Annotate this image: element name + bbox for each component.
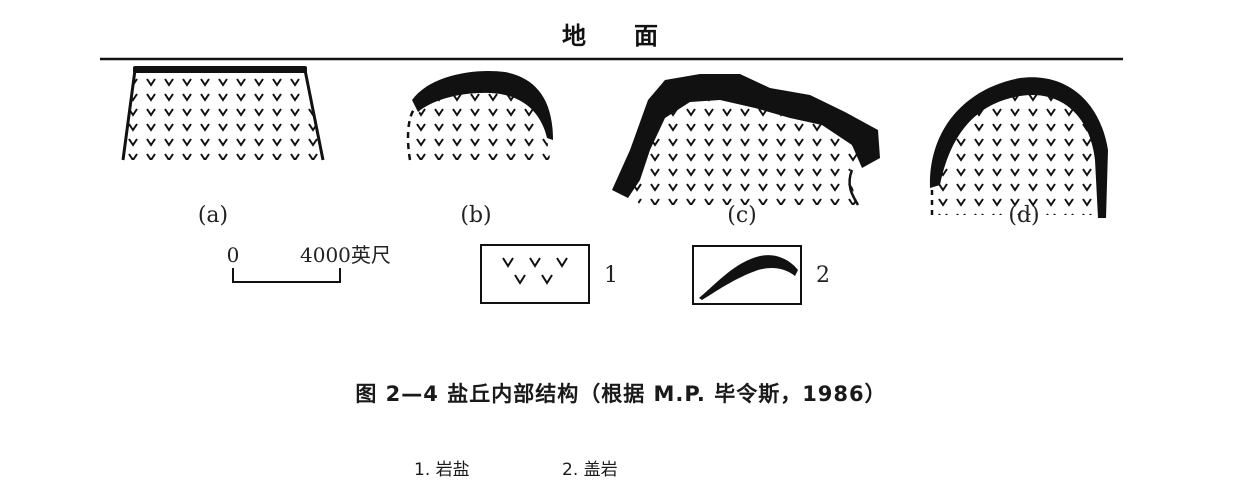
- figure-caption: 图 2—4 盐丘内部结构（根据 M.P. 毕令斯，1986）: [355, 382, 887, 406]
- scale-bar: 0 4000英尺: [227, 243, 391, 283]
- panel-label-b: (b): [460, 203, 491, 228]
- salt-dome-b: [406, 70, 553, 161]
- scale-bar-end: 4000英尺: [300, 243, 391, 267]
- salt-dome-a: [121, 66, 325, 161]
- salt-dome-d: [929, 77, 1108, 218]
- legend-cap-rock-box: [692, 245, 802, 305]
- legend-key-1: 1: [604, 263, 618, 288]
- ground-label: 地 面: [562, 22, 658, 50]
- panel-label-a: (a): [198, 203, 228, 228]
- legend-rock-salt-box: [480, 244, 590, 304]
- legend-key-2: 2: [816, 263, 830, 288]
- legend-note-rock-salt: 1. 岩盐: [414, 460, 470, 480]
- panel-label-d: (d): [1008, 203, 1039, 228]
- panel-label-c: (c): [727, 203, 757, 228]
- salt-dome-c: [612, 74, 880, 206]
- scale-bar-start: 0: [227, 243, 240, 267]
- legend-note-cap-rock: 2. 盖岩: [562, 460, 618, 480]
